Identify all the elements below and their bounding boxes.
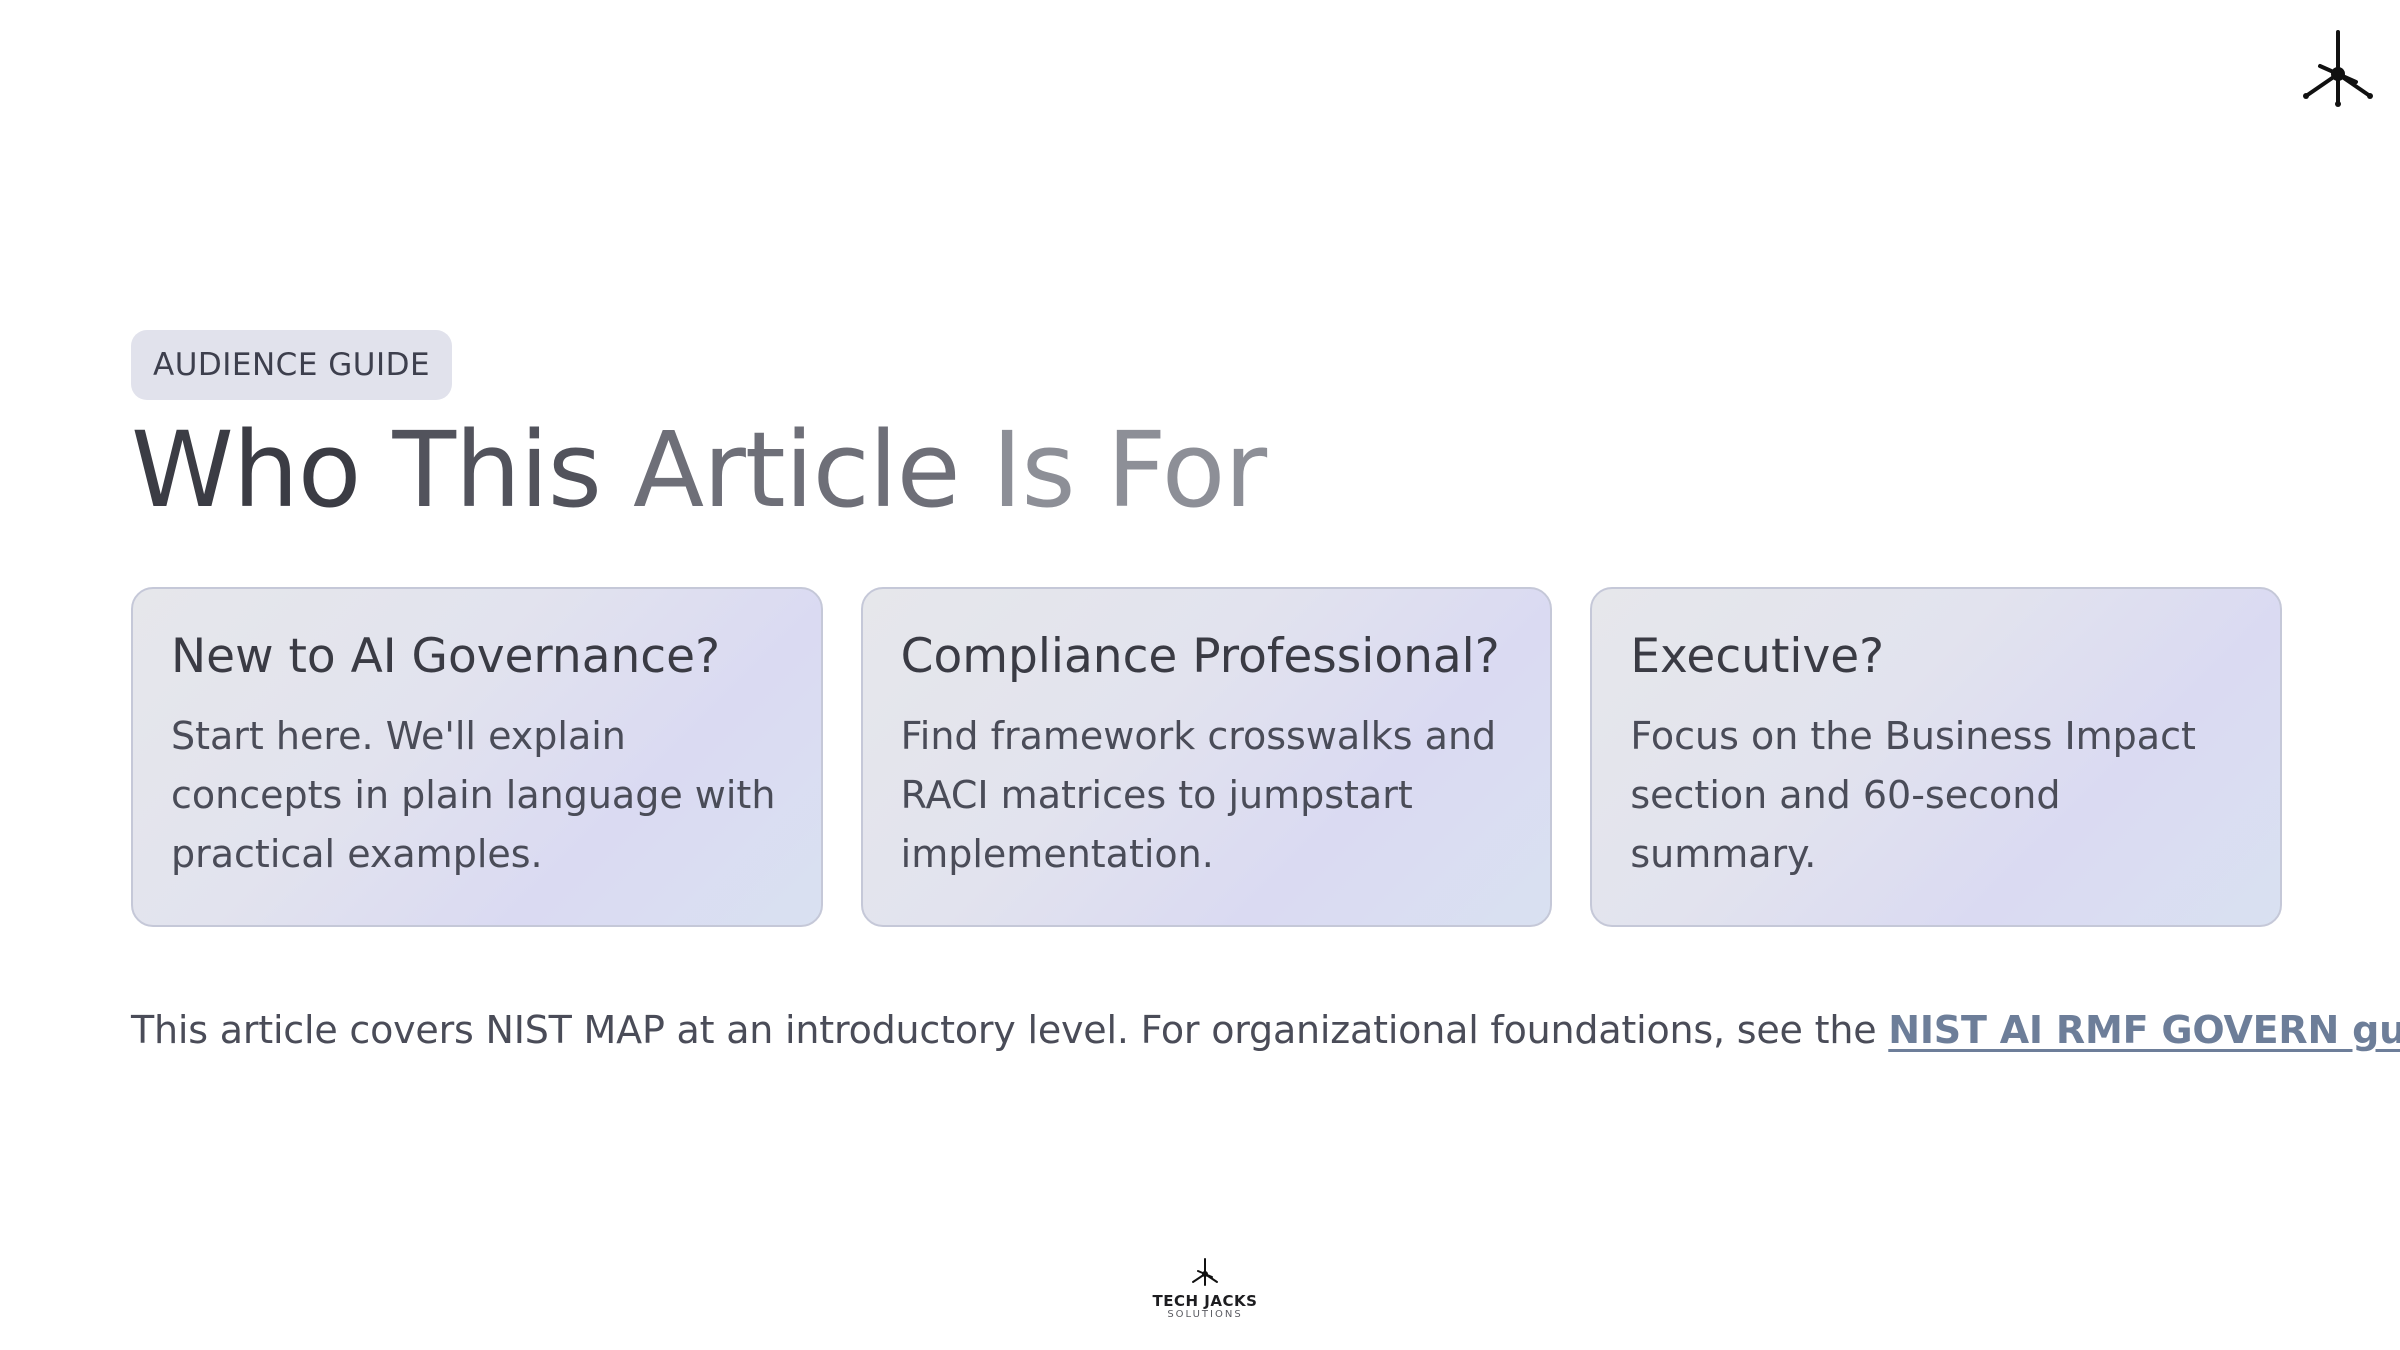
badge-label: AUDIENCE GUIDE: [153, 347, 431, 383]
govern-guide-link[interactable]: NIST AI RMF GOVERN guide: [1888, 1008, 2400, 1052]
card-description: Focus on the Business Impact section and…: [1630, 714, 2196, 876]
starburst-logo-icon: [2298, 28, 2378, 108]
intro-note: This article covers NIST MAP at an intro…: [131, 1008, 2400, 1052]
title-word-who: Who: [131, 409, 361, 531]
starburst-small-icon: [1192, 1258, 1218, 1286]
audience-guide-badge: AUDIENCE GUIDE: [131, 330, 453, 400]
logo-brand-text: TECH JACKS: [1152, 1292, 1258, 1310]
card-compliance-professional: Compliance Professional? Find framework …: [860, 587, 1553, 927]
card-title: Compliance Professional?: [900, 629, 1500, 684]
card-title: Executive?: [1630, 629, 1885, 684]
title-word-this: This: [392, 409, 602, 531]
page-title: Who This Article Is For: [131, 405, 1267, 535]
title-word-article: Article: [633, 409, 961, 531]
audience-cards: New to AI Governance? Start here. We'll …: [131, 587, 2283, 927]
card-new-to-ai-governance: New to AI Governance? Start here. We'll …: [131, 587, 823, 927]
logo-sub-text: SOLUTIONS: [1167, 1309, 1243, 1320]
tech-jacks-logo: TECH JACKS SOLUTIONS: [1145, 1258, 1265, 1322]
card-executive: Executive? Focus on the Business Impact …: [1590, 587, 2283, 927]
card-description: Start here. We'll explain concepts in pl…: [171, 714, 776, 876]
title-word-is-for: Is For: [991, 409, 1267, 531]
intro-note-text: This article covers NIST MAP at an intro…: [131, 1008, 1889, 1052]
card-title: New to AI Governance?: [171, 629, 721, 684]
card-description: Find framework crosswalks and RACI matri…: [900, 714, 1497, 876]
